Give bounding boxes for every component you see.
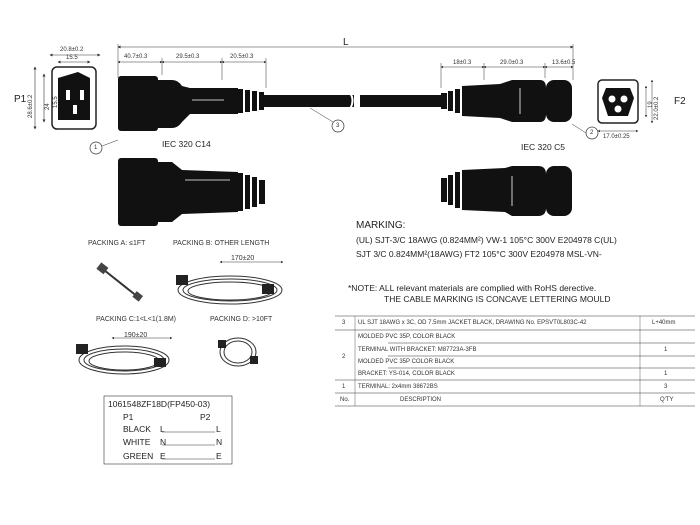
p1-width-dim: 20.8±0.2 [60,47,84,53]
bom-row-6-no: 1 [342,384,346,390]
note-line-2: THE CABLE MARKING IS CONCAVE LETTERING M… [384,294,611,304]
wiring-row-2-to: N [216,437,223,447]
c14-label: IEC 320 C14 [162,139,211,149]
p1-inlet-view [33,53,101,130]
bom-row-3-qty: 1 [664,347,668,353]
p1-inner-height-dim2: 15.5 [53,96,59,108]
c5-plug-top [441,80,572,122]
bom-row-3-desc: TERMINAL WITH BRACKET: M87723A-3FB [358,347,477,353]
wiring-p2-head: P2 [200,412,211,422]
packing-c-label: PACKING C:1<L<1(1.8M) [96,316,177,323]
packing-b-label: PACKING B: OTHER LENGTH [173,240,270,247]
packing-b-dim: 170±20 [231,255,255,262]
bom-row-2-desc: MOLDED PVC 35P, COLOR BLACK [358,334,456,340]
bom-row-6-desc: TERMINAL: 2x4mm 38672BS [358,384,438,390]
packing-c-dim: 190±20 [124,332,148,339]
packing-c-coil [76,336,173,375]
marking-line-1: (UL) SJT-3/C 18AWG (0.824MM²) VW-1 105°C… [356,235,617,245]
bom-row-4-desc: MOLDED PVC 35P COLOR BLACK [358,359,455,365]
packing-a-label: PACKING A: ≤1FT [88,240,146,247]
marking-line-2: SJT 3/C 0.824MM²(18AWG) FT2 105°C 300V E… [356,249,602,259]
wiring-row-1-to: L [216,424,221,434]
p1-inner-width-dim: 15.5 [66,55,78,61]
f2-socket-view [597,79,654,133]
wiring-row-3-name: GREEN [123,451,154,461]
f2-height-dim2: 22.0±0.2 [654,96,660,120]
callout-3: 3 [336,123,340,129]
note-line-1: *NOTE: ALL relevant materials are compli… [348,283,597,293]
bom-row-1-no: 3 [342,320,346,326]
wiring-p1-head: P1 [123,412,134,422]
wiring-row-1-from: L [160,424,165,434]
c14-plug-side [118,158,265,226]
packing-b-coil [176,260,284,305]
callout-2: 2 [590,130,594,136]
c14-dim-1: 40.7±0.3 [124,54,148,60]
f2-label: F2 [674,96,686,107]
c14-plug-top [118,76,354,131]
length-label: L [343,37,349,48]
wiring-row-2-from: N [160,437,167,447]
wiring-row-3-to: E [216,451,222,461]
p1-inner-height-dim1: 24 [45,103,51,110]
marking-title: MARKING: [356,220,406,231]
wiring-table-frame [103,395,233,465]
c5-label: IEC 320 C5 [521,142,565,152]
wiring-row-1-name: BLACK [123,424,151,434]
p1-height-dim: 28.6±0.2 [28,94,34,118]
bom-row-5-qty: 1 [664,371,668,377]
bom-head-desc: DESCRIPTION [400,397,442,403]
c5-dim-2: 29.0±0.3 [500,60,524,66]
c5-dim-1: 18±0.3 [453,60,472,66]
bom-head-no: No. [340,397,350,403]
bom-row-4-no: 2 [342,354,346,360]
c5-plug-side [441,166,572,216]
c14-dim-2: 29.5±0.3 [176,54,200,60]
wiring-row-2-name: WHITE [123,437,151,447]
packing-d-coil [218,337,258,367]
f2-width-dim: 17.0±0.25 [603,134,630,140]
wiring-part-number: 1061548ZF18D(FP450-03) [108,399,211,409]
bom-row-1-desc: UL SJT 18AWG x 3C, OD 7.5mm JACKET BLACK… [358,320,587,326]
bom-row-1-qty: L+40mm [652,320,676,326]
bom-table-grid [335,315,695,407]
p1-label: P1 [14,94,27,105]
callout-1: 1 [94,145,98,151]
bom-row-5-desc: BRACKET: YS-014, COLOR BLACK [358,371,455,377]
c14-dim-3: 20.5±0.3 [230,54,254,60]
c5-dim-3: 13.6±0.5 [552,60,576,66]
bom-row-6-qty: 3 [664,384,668,390]
packing-a-cable [96,262,143,302]
wiring-row-3-from: E [160,451,166,461]
bom-head-qty: Q'TY [660,397,674,403]
packing-d-label: PACKING D: >10FT [210,316,273,323]
